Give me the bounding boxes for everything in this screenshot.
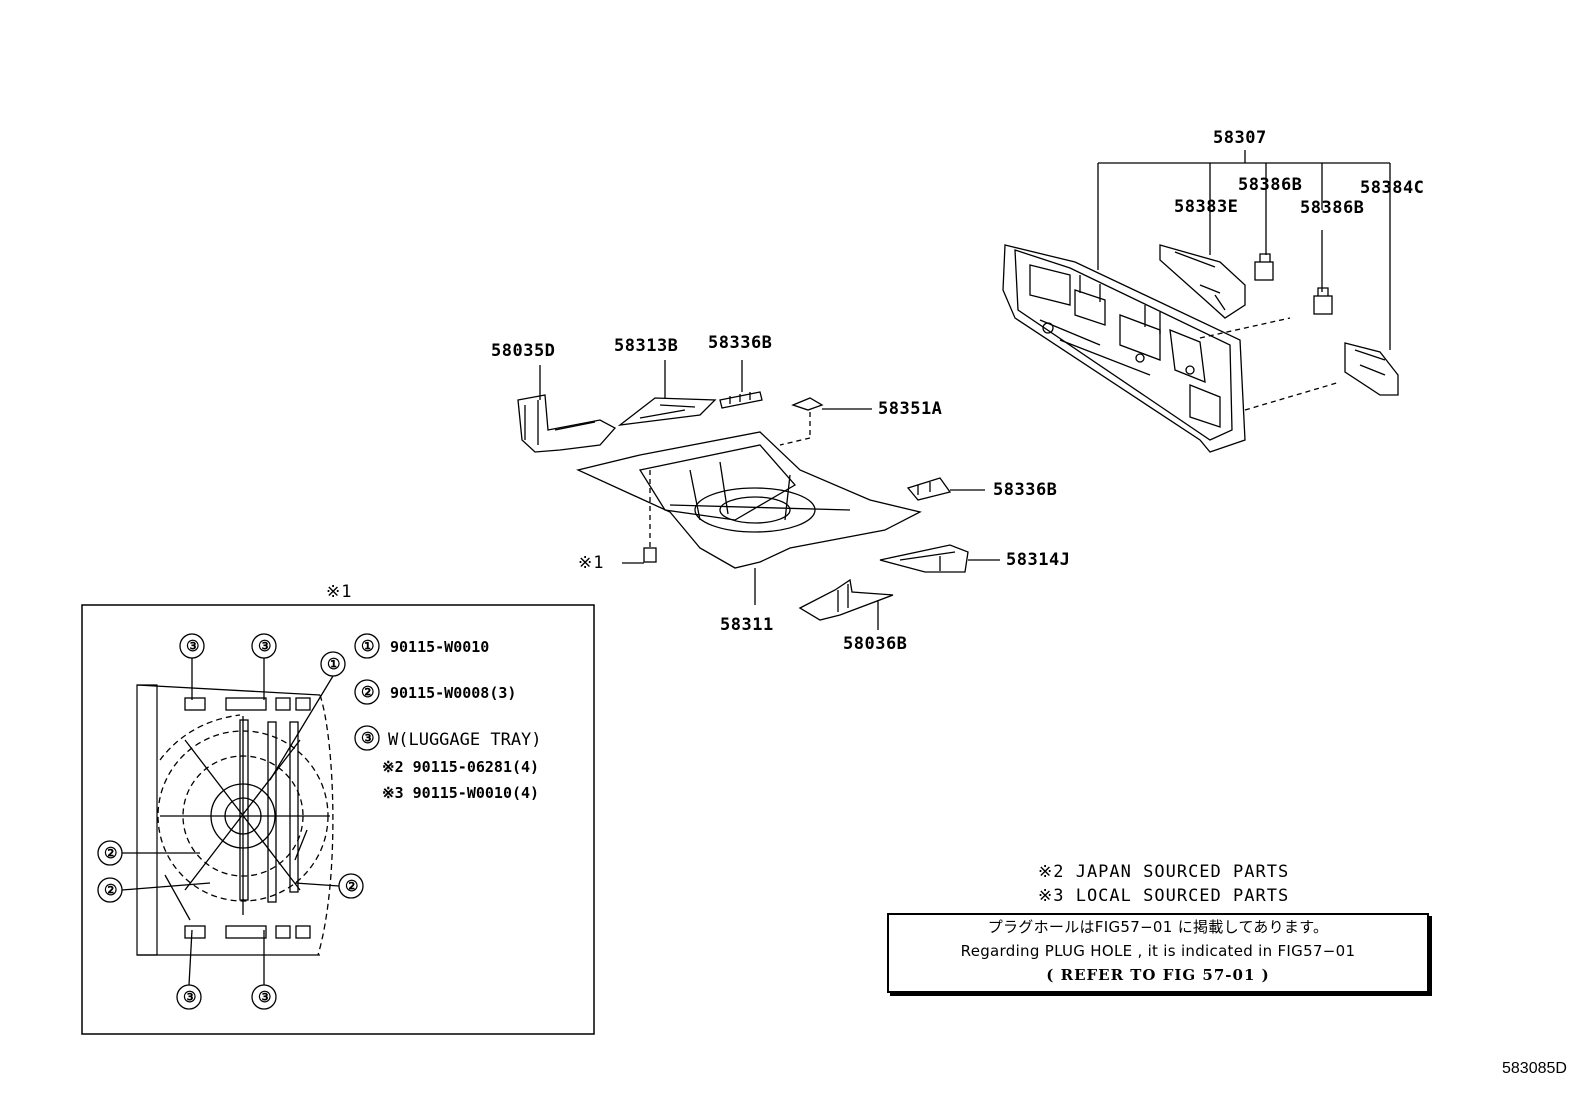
callout-3: ③ [258, 988, 272, 1006]
figure-code: 583085D [1502, 1060, 1567, 1077]
bracket-58384C [1344, 342, 1399, 396]
part-58336B-upper [719, 360, 763, 409]
part-label-58336B: 58336B [708, 333, 773, 353]
reference-line-refer: ( REFER TO FIG 57-01 ) [1046, 966, 1270, 984]
detail-box [81, 604, 595, 1035]
legend-text-3: W(LUGGAGE TRAY) [388, 730, 542, 750]
part-label-58336B: 58336B [993, 480, 1058, 500]
legend-text-1: 90115-W0010 [390, 638, 490, 656]
callout-2: ② [104, 844, 118, 862]
rear-panel-58307 [1002, 244, 1246, 453]
part-label-58314J: 58314J [1006, 550, 1071, 570]
part-58313B [617, 360, 717, 426]
callout-1: ① [327, 655, 341, 673]
part-label-58384C: 58384C [1360, 178, 1425, 198]
part-label-58035D: 58035D [491, 341, 556, 361]
detail-title: ※1 [326, 582, 353, 602]
legend-text-5: ※3 90115-W0010(4) [382, 784, 540, 802]
note-japan-sourced: ※2 JAPAN SOURCED PARTS [1038, 862, 1290, 882]
ref-mark-1: ※1 [578, 553, 605, 573]
callout-3: ③ [258, 637, 272, 655]
part-58351A [779, 397, 872, 446]
part-label-58383E: 58383E [1174, 197, 1239, 217]
part-label-58313B: 58313B [614, 336, 679, 356]
clip-58386B-2 [1313, 287, 1333, 315]
part-label-58307: 58307 [1213, 128, 1267, 148]
reference-line-en: Regarding PLUG HOLE , it is indicated in… [960, 942, 1356, 960]
reference-box: プラグホールはFIG57−01 に掲載してあります。 Regarding PLU… [887, 913, 1429, 993]
callout-2: ② [104, 881, 118, 899]
part-label-58036B: 58036B [843, 634, 908, 654]
floor-pan-58311 [576, 431, 922, 605]
part-label-58311: 58311 [720, 615, 774, 635]
legend-text-2: 90115-W0008(3) [390, 684, 517, 702]
part-58035D [517, 365, 617, 453]
leader-58307 [1097, 150, 1391, 350]
callout-3: ③ [183, 988, 197, 1006]
reference-line-jp: プラグホールはFIG57−01 に掲載してあります。 [987, 918, 1329, 936]
bracket-58383E [1159, 244, 1246, 319]
part-58314J [879, 544, 1000, 573]
part-58036B [798, 578, 894, 630]
legend-text-4: ※2 90115-06281(4) [382, 758, 540, 776]
legend-num-1: ① [361, 637, 375, 655]
legend-num-2: ② [361, 683, 375, 701]
legend-num-3: ③ [361, 729, 375, 747]
part-label-58386B: 58386B [1238, 175, 1303, 195]
callout-3: ③ [186, 637, 200, 655]
bolt-ref1 [622, 470, 657, 564]
part-58336B-lower [906, 477, 985, 501]
clip-58386B-1 [1254, 253, 1274, 281]
part-label-58351A: 58351A [878, 399, 943, 419]
detail-callouts [97, 633, 380, 1010]
callout-2: ② [345, 877, 359, 895]
part-label-58386B: 58386B [1300, 198, 1365, 218]
dashed-links [1199, 317, 1341, 411]
note-local-sourced: ※3 LOCAL SOURCED PARTS [1038, 886, 1290, 906]
